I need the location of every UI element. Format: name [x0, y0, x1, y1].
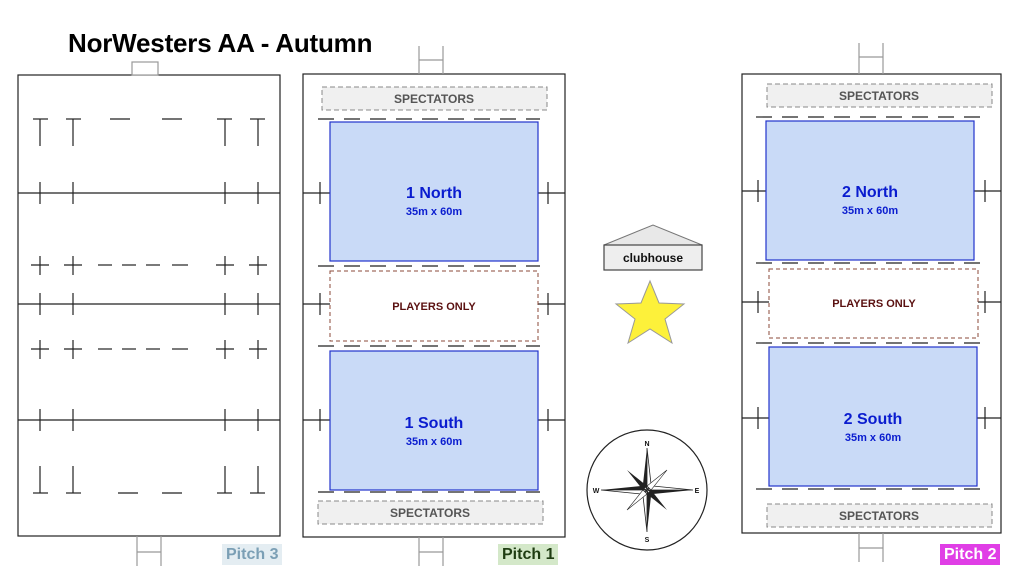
zone-1-south-name: 1 South	[405, 415, 464, 432]
pitch-2-players-only-area	[768, 268, 979, 339]
pitch-1-field-lines	[303, 118, 565, 493]
pitch-3-top-marks	[33, 118, 265, 146]
zone-2-south	[768, 346, 978, 487]
clubhouse: clubhouse	[603, 224, 703, 271]
zone-2-south-name: 2 South	[844, 411, 903, 428]
pitch-3	[17, 61, 281, 566]
pitch-2-spectators-bottom-label: SPECTATORS	[839, 509, 919, 523]
pitch-1-spectators-top-label: SPECTATORS	[394, 92, 474, 106]
clubhouse-label: clubhouse	[623, 251, 683, 265]
compass-north: N	[644, 441, 649, 448]
pitch-3-boundary	[17, 74, 281, 537]
pitch-1-spectators-top-area	[321, 86, 548, 111]
zone-2-north-size: 35m x 60m	[842, 205, 898, 217]
zone-2-south-size: 35m x 60m	[845, 432, 901, 444]
zone-1-south-size: 35m x 60m	[406, 436, 462, 448]
zone-1-north-name: 1 North	[406, 185, 462, 202]
pitch-2-spectators-top-label: SPECTATORS	[839, 89, 919, 103]
pitch-3-dash-row-lower	[31, 340, 267, 359]
pitch-2-label: Pitch 2	[940, 544, 1001, 565]
pitch-1-top-posts	[418, 46, 444, 74]
pitch-2: SPECTATORS 2 North 35m x 60m PLAYERS ONL…	[741, 43, 1002, 562]
pitch-3-bottom-marks	[33, 466, 265, 494]
pitch-1: SPECTATORS 1 North 35m x 60m PLAYERS ONL…	[302, 46, 566, 566]
pitch-1-bottom-posts	[418, 537, 444, 566]
pitch-3-top-posts	[131, 61, 159, 76]
pitch-1-label: Pitch 1	[498, 544, 559, 565]
pitch-2-players-only-label: PLAYERS ONLY	[832, 298, 916, 310]
pitch-2-bottom-posts	[858, 533, 884, 562]
compass-south: S	[645, 537, 650, 544]
compass-rose: N S E W	[586, 429, 708, 551]
pitch-2-spectators-bottom-area	[766, 503, 993, 528]
pitch-1-spectators-bottom-label: SPECTATORS	[390, 506, 470, 520]
pitch-2-top-posts	[858, 43, 884, 74]
pitch-1-players-only-label: PLAYERS ONLY	[392, 301, 476, 313]
page-title: NorWesters AA - Autumn	[68, 28, 373, 58]
pitch-2-spectators-top-area	[766, 83, 993, 108]
pitch-3-bottom-posts	[136, 536, 162, 566]
compass-east: E	[695, 488, 700, 495]
zone-2-north-name: 2 North	[842, 184, 898, 201]
zone-2-north	[765, 120, 975, 261]
zone-1-south	[329, 350, 539, 491]
star-icon	[614, 279, 686, 345]
zone-1-north	[329, 121, 539, 262]
pitch-3-dash-row-upper	[31, 256, 267, 275]
pitch-1-players-only-area	[329, 270, 539, 342]
pitch-3-label: Pitch 3	[222, 544, 283, 565]
pitch-3-ticks	[39, 182, 259, 431]
pitch-1-spectators-bottom-area	[317, 500, 544, 525]
compass-west: W	[593, 488, 600, 495]
zone-1-north-size: 35m x 60m	[406, 206, 462, 218]
pitch-2-field-lines	[742, 116, 1001, 490]
